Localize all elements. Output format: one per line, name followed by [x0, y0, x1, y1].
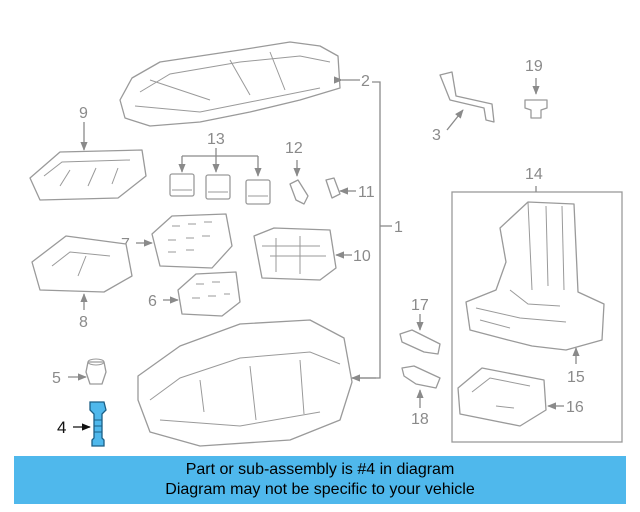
assembly-group-box	[451, 191, 623, 443]
callout-12: 12	[285, 140, 303, 157]
callout-11: 11	[358, 184, 375, 201]
callout-4: 4	[57, 418, 66, 437]
lower-housing-part[interactable]	[137, 319, 353, 447]
fuse-block-part[interactable]	[253, 227, 337, 281]
clip-part[interactable]	[524, 99, 548, 119]
callout-17: 17	[411, 297, 429, 314]
callout-8: 8	[79, 314, 88, 331]
callout-19: 19	[525, 58, 543, 75]
callout-14: 14	[525, 166, 543, 183]
callout-5: 5	[52, 370, 61, 387]
banner-line-2: Diagram may not be specific to your vehi…	[165, 481, 475, 498]
callout-13: 13	[207, 131, 225, 148]
relay-block-part[interactable]	[151, 213, 233, 269]
banner-line-1: Part or sub-assembly is #4 in diagram	[185, 461, 455, 478]
connector-part-18[interactable]	[401, 365, 441, 389]
callout-2: 2	[361, 73, 370, 90]
bolt-part-highlighted[interactable]	[89, 401, 107, 447]
bracket-part[interactable]	[439, 71, 495, 123]
callout-18: 18	[411, 411, 429, 428]
info-banner: Part or sub-assembly is #4 in diagram Di…	[14, 456, 626, 504]
tray-part[interactable]	[457, 367, 547, 427]
callout-15: 15	[567, 369, 585, 386]
callout-16: 16	[566, 399, 584, 416]
mini-fuse-part[interactable]	[325, 177, 341, 199]
callout-1: 1	[394, 219, 403, 236]
junction-block-part[interactable]	[465, 201, 605, 351]
relay-part[interactable]	[169, 173, 271, 205]
lower-cover-part[interactable]	[31, 235, 133, 293]
grommet-part[interactable]	[85, 358, 107, 385]
relay-cover-part[interactable]	[29, 149, 147, 201]
relay-block-small-part[interactable]	[177, 271, 241, 317]
callout-9: 9	[79, 105, 88, 122]
callout-10: 10	[353, 248, 371, 265]
fuse-part[interactable]	[289, 179, 309, 205]
callout-3: 3	[432, 127, 441, 144]
callout-6: 6	[148, 293, 157, 310]
upper-cover-part[interactable]	[119, 41, 341, 127]
connector-part-17[interactable]	[399, 329, 441, 355]
